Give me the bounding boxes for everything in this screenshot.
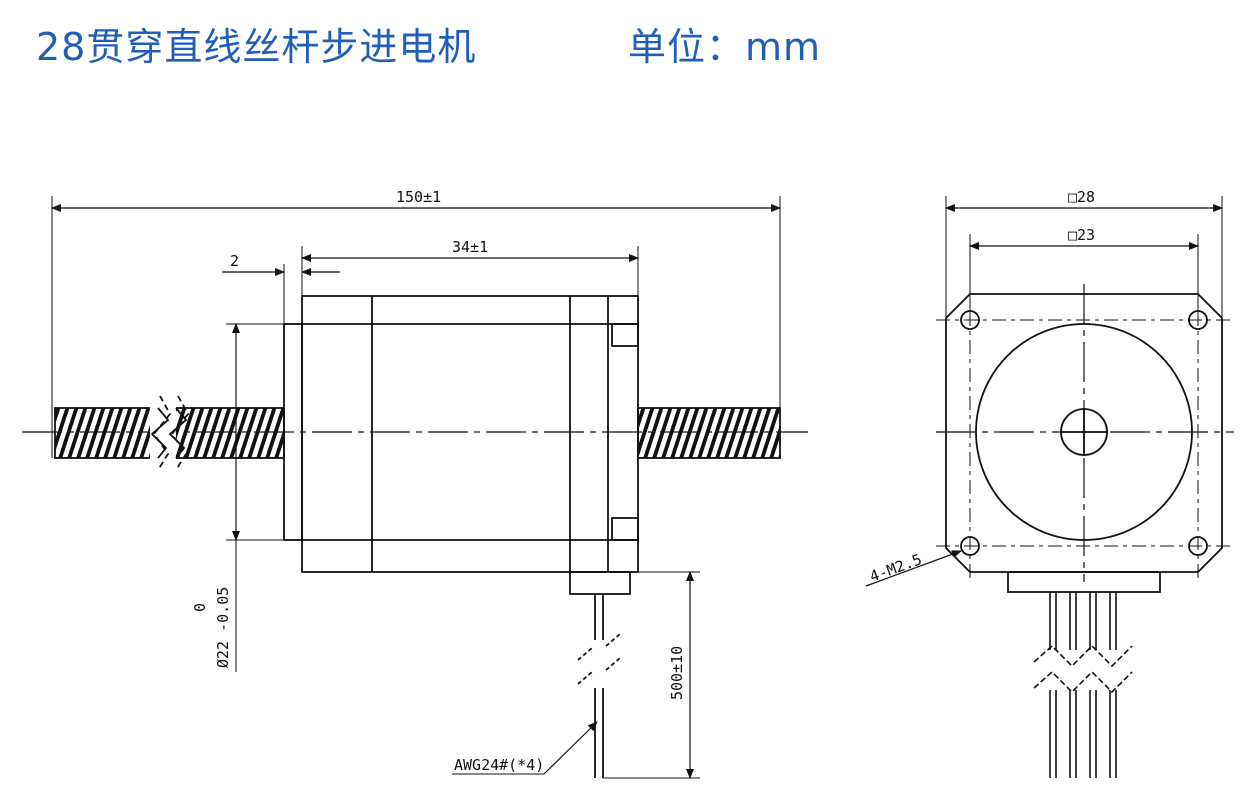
page-title: 28贯穿直线丝杆步进电机 — [36, 25, 477, 69]
dim-hole-spacing: □23 — [1068, 226, 1095, 244]
dim-boss-tol: 0 — [191, 603, 209, 612]
front-view — [865, 196, 1234, 778]
mount-hole — [1188, 536, 1208, 556]
mount-hole — [960, 536, 980, 556]
dim-lead-length: 500±10 — [668, 646, 686, 700]
mount-hole — [1188, 310, 1208, 330]
dim-body-length: 34±1 — [452, 238, 488, 256]
wire-exit — [569, 571, 631, 595]
wire-spec-label: AWG24#(*4) — [454, 756, 544, 774]
side-view — [22, 196, 808, 779]
unit-label: 单位：mm — [628, 25, 822, 69]
mount-hole — [960, 310, 980, 330]
dim-boss-diameter: Ø22 -0.05 — [214, 587, 232, 668]
motor-body — [301, 295, 639, 573]
front-leads — [1033, 592, 1133, 778]
dim-overall-length: 150±1 — [396, 188, 441, 206]
lead-screw-left — [54, 395, 285, 471]
dim-flange-thickness: 2 — [230, 252, 239, 270]
connector-block — [1007, 571, 1161, 593]
lead-screw-right — [637, 407, 781, 459]
dim-outer-square: □28 — [1068, 188, 1095, 206]
mount-hole-label: 4-M2.5 — [867, 550, 924, 585]
boss-circle — [975, 323, 1193, 541]
